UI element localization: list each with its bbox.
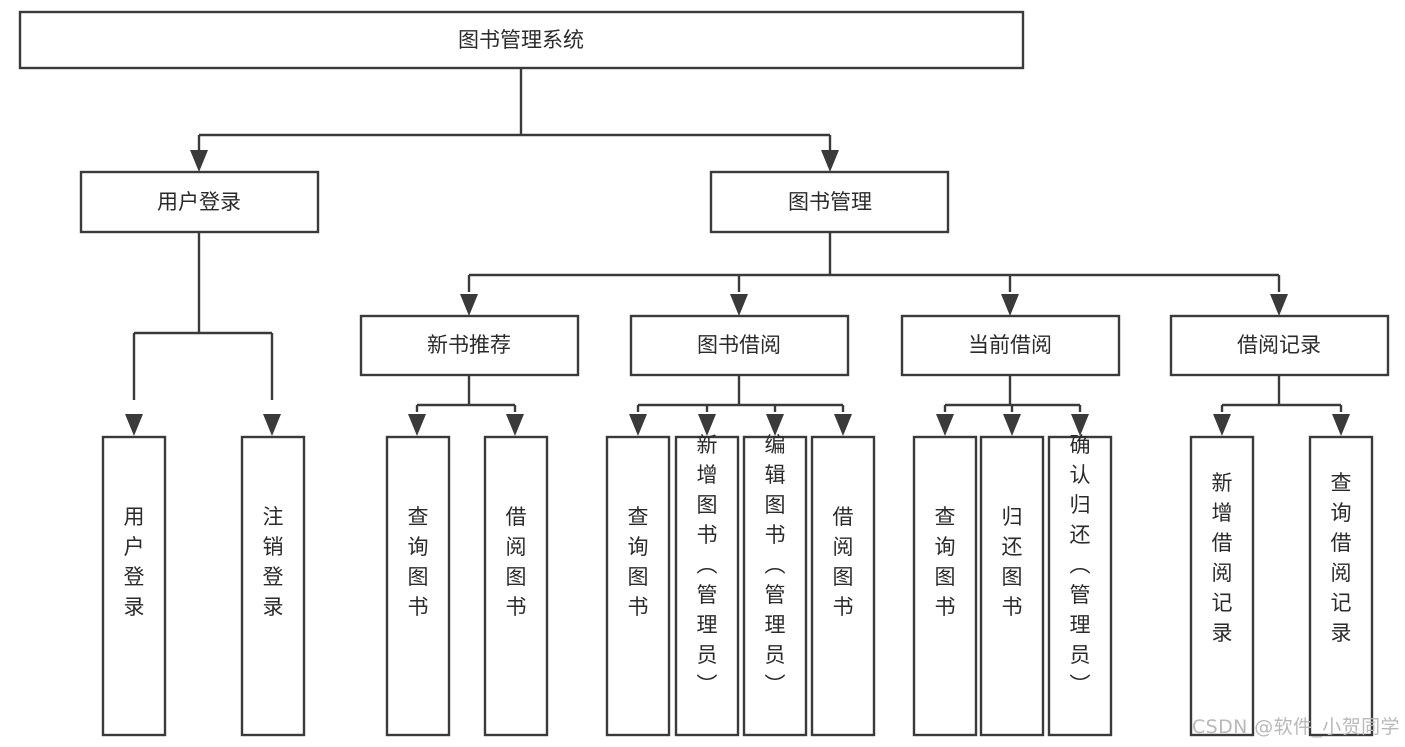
leaf-user-login-2[interactable]: 注销登录 — [240, 435, 306, 737]
leaf-current-borrow-1-label: 查询图书 — [935, 505, 956, 619]
leaf-book-borrow-1[interactable]: 查询图书 — [605, 435, 671, 737]
node-book-management-label: 图书管理 — [788, 190, 872, 214]
leaf-book-borrow-4-label: 借阅图书 — [833, 505, 854, 619]
node-book-management[interactable]: 图书管理 — [709, 170, 950, 234]
arrow-book-borrow-to-leaf-1 — [629, 414, 647, 436]
leaf-current-borrow-1[interactable]: 查询图书 — [912, 435, 978, 737]
leaf-new-book-1[interactable]: 查询图书 — [385, 435, 451, 737]
leaf-borrow-record-1-label: 新增借阅记录 — [1212, 471, 1233, 645]
leaf-current-borrow-2[interactable]: 归还图书 — [979, 435, 1045, 737]
arrow-book-manage-to-current-borrow — [1001, 294, 1019, 316]
arrow-book-borrow-to-leaf-4 — [834, 414, 852, 436]
node-user-login[interactable]: 用户登录 — [79, 170, 320, 234]
node-user-login-label: 用户登录 — [157, 190, 241, 214]
leaf-user-login-1-label: 用户登录 — [124, 505, 145, 619]
leaf-user-login-1[interactable]: 用户登录 — [101, 435, 167, 737]
connector-group-borrow-record — [1220, 375, 1343, 412]
leaf-current-borrow-3-label: 确认归还︵管理员︶ — [1070, 433, 1091, 697]
leaf-book-borrow-2-label: 新增图书︵管理员︶ — [697, 433, 718, 697]
leaf-borrow-record-2-label: 查询借阅记录 — [1331, 471, 1352, 645]
leaf-user-login-2-label: 注销登录 — [263, 505, 284, 619]
connector-group-new-book — [415, 375, 517, 412]
node-root-label: 图书管理系统 — [458, 28, 584, 52]
arrow-new-book-to-leaf-2 — [506, 414, 524, 436]
node-book-borrow-label: 图书借阅 — [697, 333, 781, 357]
leaf-book-borrow-3-label: 编辑图书︵管理员︶ — [765, 433, 786, 697]
node-book-borrow[interactable]: 图书借阅 — [629, 314, 850, 377]
arrow-book-manage-to-new-book — [460, 294, 478, 316]
leaf-new-book-2[interactable]: 借阅图书 — [483, 435, 549, 737]
arrow-book-manage-to-borrow-record — [1270, 294, 1288, 316]
arrow-user-login-to-leaf-2 — [263, 414, 281, 436]
node-borrow-record[interactable]: 借阅记录 — [1169, 314, 1390, 377]
arrow-book-manage-to-book-borrow — [730, 294, 748, 316]
node-current-borrow[interactable]: 当前借阅 — [900, 314, 1121, 377]
arrow-current-borrow-to-leaf-2 — [1003, 414, 1021, 436]
node-root-book-management-system[interactable]: 图书管理系统 — [18, 10, 1025, 70]
leaf-book-borrow-4[interactable]: 借阅图书 — [810, 435, 876, 737]
connector-group-current-borrow — [943, 375, 1082, 412]
node-new-book-recommend[interactable]: 新书推荐 — [359, 314, 580, 377]
leaf-book-borrow-2[interactable]: 新增图书︵管理员︶ — [674, 433, 740, 737]
connector-group-root — [197, 68, 832, 152]
arrow-new-book-to-leaf-1 — [408, 414, 426, 436]
arrow-current-borrow-to-leaf-1 — [936, 414, 954, 436]
arrow-root-to-book-manage — [821, 150, 839, 172]
leaf-new-book-1-label: 查询图书 — [408, 505, 429, 619]
leaf-current-borrow-3[interactable]: 确认归还︵管理员︶ — [1047, 433, 1113, 737]
node-borrow-record-label: 借阅记录 — [1237, 333, 1321, 357]
arrow-borrow-record-to-leaf-2 — [1332, 414, 1350, 436]
csdn-watermark: CSDN @软件_小贺同学 — [1192, 716, 1400, 738]
arrow-borrow-record-to-leaf-1 — [1213, 414, 1231, 436]
node-current-borrow-label: 当前借阅 — [968, 333, 1052, 357]
leaf-borrow-record-2[interactable]: 查询借阅记录 — [1308, 435, 1374, 737]
leaf-book-borrow-3[interactable]: 编辑图书︵管理员︶ — [742, 433, 808, 737]
leaf-borrow-record-1[interactable]: 新增借阅记录 — [1189, 435, 1255, 737]
connector-group-book-manage — [467, 232, 1281, 292]
leaf-current-borrow-2-label: 归还图书 — [1002, 505, 1023, 619]
connector-group-user-login — [132, 232, 274, 400]
leaf-new-book-2-label: 借阅图书 — [506, 505, 527, 619]
connector-group-book-borrow — [636, 375, 845, 412]
node-new-book-recommend-label: 新书推荐 — [427, 333, 511, 357]
leaf-book-borrow-1-label: 查询图书 — [628, 505, 649, 619]
arrow-root-to-user-login — [190, 150, 208, 172]
arrow-user-login-to-leaf-1 — [125, 414, 143, 436]
